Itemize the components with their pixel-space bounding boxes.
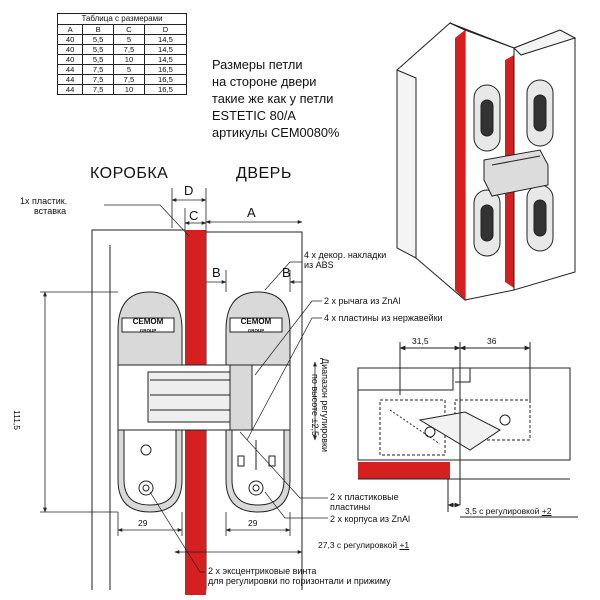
size-table-row: 44 7,5 5 16,5 (56, 64, 188, 75)
dim-36-label: 36 (487, 336, 497, 346)
callout-plates-steel: 4 x пластины из нержавейки (324, 313, 443, 323)
vertical-adjust-label: Диапазон регулировки по высоте ±2,5 (310, 355, 330, 455)
callout-insert: 1x пластик. вставка (20, 196, 67, 216)
dim-35-label: 3,5 с регулировкой +2 (465, 506, 551, 516)
eccentric-screw (138, 480, 154, 496)
size-table-row: 44 7,5 7,5 16,5 (56, 74, 188, 85)
note-line: на стороне двери (212, 74, 317, 89)
insert-strip-section (358, 462, 450, 479)
section-view (357, 342, 578, 518)
dim-label-a: A (247, 205, 256, 220)
size-table-cell: 44 (56, 84, 84, 95)
hinge-lever-iso (483, 149, 549, 197)
dim-27-label: 27,3 с регулировкой +1 (318, 540, 409, 550)
dimension-lines (40, 188, 317, 554)
front-view (91, 229, 303, 595)
note-block: Размеры петли на стороне двери такие же … (212, 56, 339, 141)
callout-line: Диапазон регулировки (320, 357, 330, 453)
note-line: Размеры петли (212, 57, 303, 72)
dim-35-text: 3,5 с регулировкой (465, 506, 542, 516)
note-line: артикулы CEM0080% (212, 125, 340, 140)
brand-logo-right: CEMOM GROUP (230, 318, 282, 335)
brand-logo-left: CEMOM GROUP (122, 318, 174, 335)
callout-levers: 2 x рычага из ZnAl (324, 296, 401, 306)
isometric-view (396, 22, 577, 302)
note-line: ESTETIC 80/A (212, 108, 296, 123)
callout-screws: 2 x эксцентриковые винта для регулировки… (208, 566, 391, 586)
callout-line: для регулировки по горизонтали и прижиму (208, 576, 391, 586)
dim-label-c: C (189, 208, 199, 223)
callout-line: 2 x эксцентриковые винта (208, 566, 317, 576)
callout-bodies: 2 x корпуса из ZnAl (330, 514, 410, 524)
size-table: Таблица с размерами A B C D 40 5,5 5 14,… (56, 13, 188, 95)
dim-27-value: +1 (399, 540, 410, 550)
callout-line: пластины (330, 502, 371, 512)
callout-covers: 4 x декор. накладки из ABS (304, 250, 386, 270)
callout-leaders (104, 204, 328, 573)
callout-line: 4 x декор. накладки (304, 250, 387, 260)
dim-width-left: 29 (138, 518, 148, 528)
callout-line: вставка (34, 206, 67, 216)
note-line: такие же как у петли (212, 91, 334, 106)
size-table-cell: 16,5 (143, 84, 188, 95)
dim-27-text: 27,3 с регулировкой (318, 540, 400, 550)
door-label: ДВЕРЬ (236, 165, 292, 182)
size-table-row: 44 7,5 10 16,5 (56, 84, 188, 95)
dim-label-d: D (184, 183, 194, 198)
dim-label-b-left: B (212, 265, 221, 280)
callout-plates-plastic: 2 x пластиковые пластины (330, 492, 399, 512)
size-table-row: 40 5,5 7,5 14,5 (56, 44, 188, 55)
dim-35-value: +2 (541, 506, 552, 516)
dim-height-label: 111,5 (12, 410, 22, 431)
callout-line: из ABS (304, 260, 334, 270)
frame-label: КОРОБКА (90, 165, 169, 182)
callout-line: по высоте ±2,5 (310, 373, 320, 436)
eccentric-screw (140, 444, 152, 456)
brand-sub: GROUP (247, 328, 265, 333)
dim-label-b-right: B (282, 265, 291, 280)
dim-315-label: 31,5 (412, 336, 429, 346)
brand-name: CEMOM (240, 317, 272, 326)
callout-line: 1x пластик. (20, 196, 68, 206)
brand-sub: GROUP (139, 328, 157, 333)
callout-line: 2 x пластиковые (330, 492, 399, 502)
insert-strip-iso (455, 30, 465, 300)
brand-name: CEMOM (132, 317, 164, 326)
size-table-title: Таблица с размерами (57, 13, 187, 24)
dim-width-right: 29 (248, 518, 258, 528)
eccentric-screw (248, 480, 264, 496)
